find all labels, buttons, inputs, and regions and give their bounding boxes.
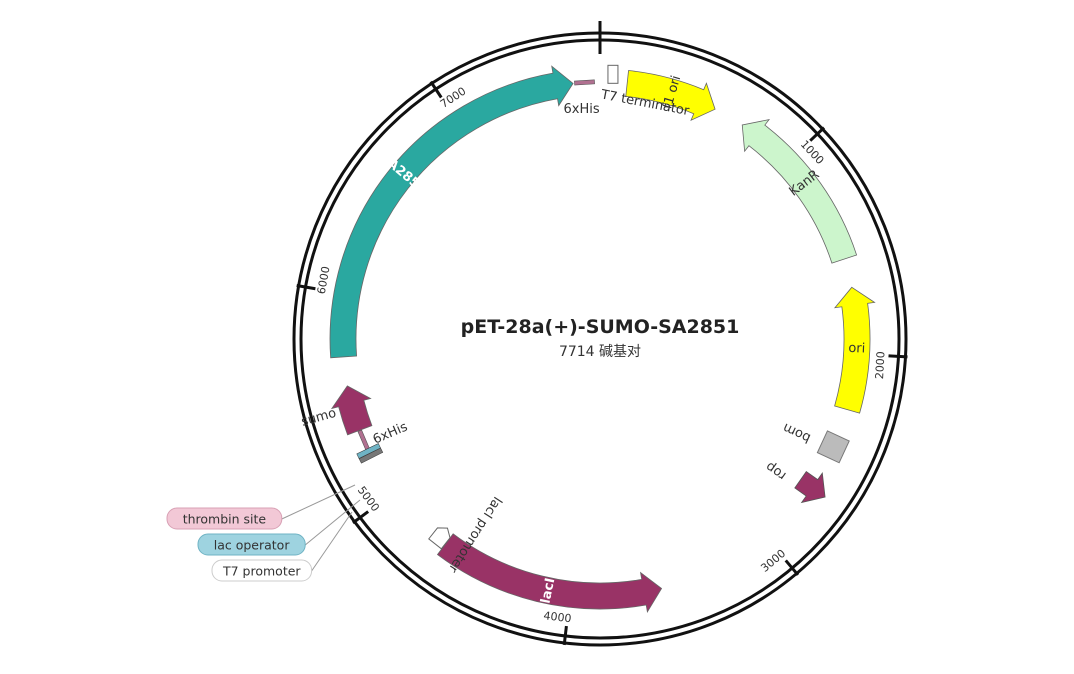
feature-f1-ori-arrow [625, 70, 716, 121]
feature-his-top-marker [574, 79, 595, 86]
feature-sa2851-arrow [329, 65, 574, 359]
feature-his-bottom-marker [357, 429, 370, 451]
feature-bom-label: bom [781, 420, 814, 446]
t7-promoter-label: T7 promoter [222, 564, 301, 579]
t7-promoter-badge [211, 559, 313, 582]
t7-promoter-leader [311, 511, 353, 572]
tick-label: 5000 [355, 484, 382, 514]
feature-laci-label: lacI [539, 577, 559, 605]
thrombin-site-leader [281, 484, 356, 520]
external-labels-layer: thrombin site lac operator T7 promoter [166, 484, 361, 582]
lac-operator-badge [197, 533, 306, 556]
tick-mark [888, 354, 908, 359]
feature-bom-box [816, 430, 850, 464]
plasmid-size: 7714 碱基对 [559, 343, 641, 360]
tick-mark [809, 126, 826, 142]
feature-t7-terminator-box [607, 64, 619, 84]
plasmid-name: pET-28a(+)-SUMO-SA2851 [461, 316, 740, 338]
lac-operator-leader [304, 499, 361, 546]
backbone-outer-ring [292, 31, 908, 647]
tick-label: 6000 [315, 265, 333, 295]
feature-sumo-arrow [330, 385, 373, 436]
feature-his-bottom-label: 6xHis [371, 419, 410, 447]
tick-mark [429, 80, 443, 99]
tick-mark [784, 559, 800, 576]
backbone-inner-ring [299, 38, 901, 640]
feature-ori-label: ori [848, 341, 865, 357]
feature-rop-label: rop [763, 459, 789, 483]
feature-rop-arrow [794, 471, 826, 504]
thrombin-site-badge [166, 507, 283, 530]
thrombin-site-label: thrombin site [183, 512, 267, 527]
tick-mark [352, 510, 370, 525]
feature-his-top-label: 6xHis [563, 102, 599, 117]
lac-operator-marker [356, 443, 381, 459]
tick-label: 4000 [543, 609, 572, 625]
tick-mark [562, 625, 568, 646]
feature-lacI-promoter-marker [428, 527, 451, 550]
feature-laci-arrow [436, 533, 663, 614]
feature-kanr-arrow [741, 118, 858, 264]
tick-label: 3000 [758, 547, 788, 575]
feature-ori-arrow [833, 286, 876, 414]
feature-sumo-label: sumo [300, 406, 338, 430]
tick-mark [296, 283, 316, 291]
tick-label: 2000 [873, 351, 888, 380]
lac-operator-label: lac operator [214, 538, 291, 553]
